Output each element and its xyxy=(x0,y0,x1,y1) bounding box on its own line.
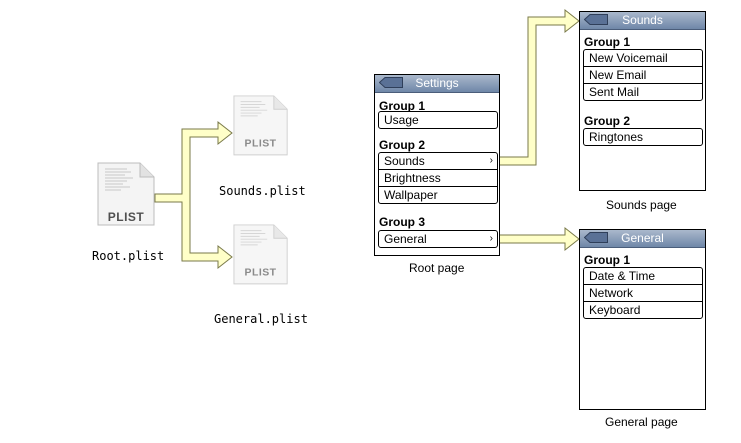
general-plist-file: PLIST xyxy=(233,224,288,285)
row-label: Sent Mail xyxy=(589,85,640,99)
general-plist-filename: General.plist xyxy=(214,312,308,326)
group-label: Group 2 xyxy=(379,138,426,152)
plist-file-icon xyxy=(97,162,155,226)
root-plist-file: PLIST xyxy=(97,162,155,226)
nav-bar: Settings xyxy=(375,75,499,93)
nav-bar: General xyxy=(580,230,705,248)
row-wallpaper[interactable]: Wallpaper xyxy=(379,186,497,203)
row-general[interactable]: General › xyxy=(379,231,497,247)
row-sounds[interactable]: Sounds › xyxy=(379,153,497,169)
row-label: New Email xyxy=(589,68,647,82)
row-group: Ringtones xyxy=(583,128,703,146)
row-label: Keyboard xyxy=(589,303,641,317)
row-label: General xyxy=(384,232,427,246)
root-page-caption: Root page xyxy=(409,261,465,275)
row-label: Sounds xyxy=(384,154,425,168)
plist-file-tag: PLIST xyxy=(244,137,277,150)
row-group: General › xyxy=(378,230,498,248)
plist-file-tag: PLIST xyxy=(107,210,145,224)
group-label: Group 1 xyxy=(379,99,426,113)
group-label: Group 3 xyxy=(379,215,426,229)
row-ringtones[interactable]: Ringtones xyxy=(584,129,702,145)
back-button-icon[interactable] xyxy=(584,14,608,25)
row-label: Wallpaper xyxy=(384,188,438,202)
plist-file-icon xyxy=(233,95,288,156)
row-new-email[interactable]: New Email xyxy=(584,66,702,83)
root-plist-filename: Root.plist xyxy=(92,249,165,263)
sounds-row-to-page-arrow xyxy=(494,8,580,166)
chevron-right-icon: › xyxy=(489,155,493,166)
sounds-page: Sounds Group 1 New Voicemail New Email S… xyxy=(579,11,706,191)
nav-bar: Sounds xyxy=(580,12,705,30)
row-group: New Voicemail New Email Sent Mail xyxy=(583,49,703,101)
chevron-right-icon: › xyxy=(489,233,493,244)
row-keyboard[interactable]: Keyboard xyxy=(584,301,702,318)
row-label: New Voicemail xyxy=(589,51,668,65)
back-button-icon[interactable] xyxy=(584,232,608,243)
root-to-children-arrow xyxy=(154,120,233,270)
general-row-to-page-arrow xyxy=(494,226,580,252)
row-label: Usage xyxy=(384,113,419,127)
row-brightness[interactable]: Brightness xyxy=(379,169,497,186)
nav-title: Sounds xyxy=(622,13,663,27)
row-date-time[interactable]: Date & Time xyxy=(584,268,702,284)
general-page-caption: General page xyxy=(605,415,678,429)
group-label: Group 1 xyxy=(584,35,631,49)
row-label: Ringtones xyxy=(589,130,644,144)
row-label: Date & Time xyxy=(589,269,656,283)
row-network[interactable]: Network xyxy=(584,284,702,301)
root-settings-page: Settings Group 1 Usage Group 2 Sounds › B… xyxy=(374,74,500,256)
row-sent-mail[interactable]: Sent Mail xyxy=(584,83,702,100)
plist-file-icon xyxy=(233,224,288,285)
row-label: Brightness xyxy=(384,171,441,185)
sounds-plist-file: PLIST xyxy=(233,95,288,156)
row-usage[interactable]: Usage xyxy=(379,112,497,128)
group-label: Group 1 xyxy=(584,253,631,267)
row-group: Usage xyxy=(378,111,498,129)
back-button-icon[interactable] xyxy=(379,77,403,88)
row-label: Network xyxy=(589,286,634,300)
row-new-voicemail[interactable]: New Voicemail xyxy=(584,50,702,66)
group-label: Group 2 xyxy=(584,114,631,128)
general-page: General Group 1 Date & Time Network Keyb… xyxy=(579,229,706,410)
row-group: Sounds › Brightness Wallpaper xyxy=(378,152,498,204)
nav-title: General xyxy=(621,231,664,245)
nav-title: Settings xyxy=(415,76,459,90)
plist-file-tag: PLIST xyxy=(244,266,277,279)
sounds-page-caption: Sounds page xyxy=(606,198,677,212)
row-group: Date & Time Network Keyboard xyxy=(583,267,703,319)
sounds-plist-filename: Sounds.plist xyxy=(219,184,306,198)
